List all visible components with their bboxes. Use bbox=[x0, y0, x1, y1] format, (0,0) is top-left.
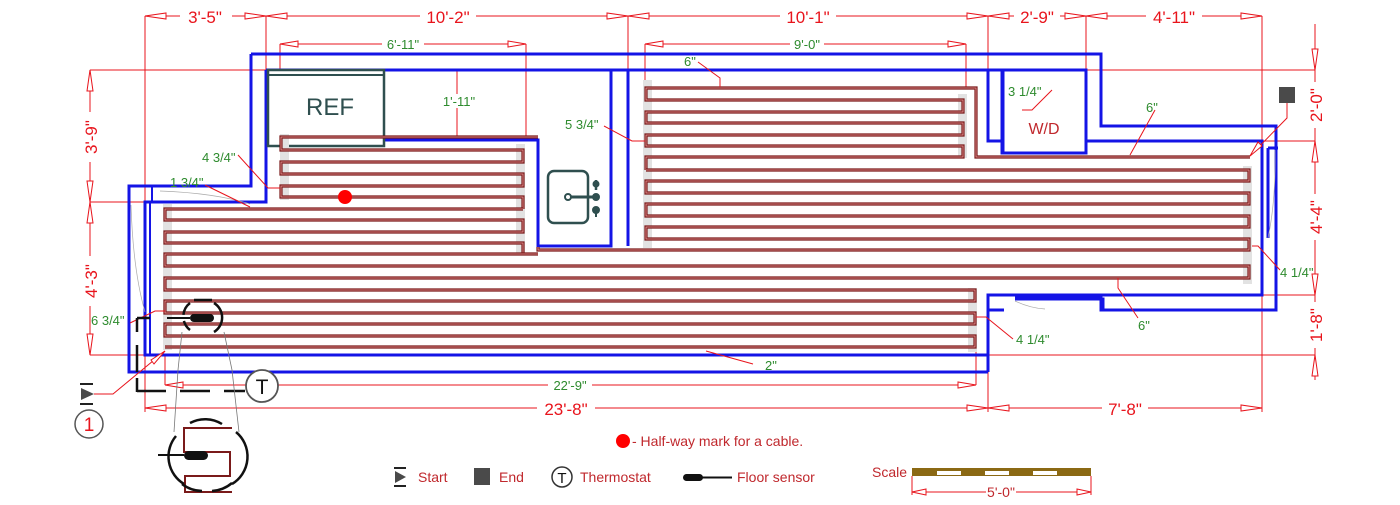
cable-run-left-block-upper bbox=[163, 207, 525, 254]
refrigerator: REF bbox=[266, 68, 386, 148]
legend-thermostat-letter: T bbox=[557, 470, 566, 487]
legend-sensor-icon bbox=[683, 474, 732, 481]
legend-sensor: Floor sensor bbox=[737, 469, 815, 485]
dim-right-2: 4'-4" bbox=[1307, 200, 1326, 234]
legend-scale-value: 5'-0" bbox=[987, 484, 1015, 500]
sink-icon bbox=[546, 169, 600, 225]
note-left-6-3-4: 6 3/4" bbox=[91, 313, 125, 328]
legend-halfway-icon bbox=[616, 434, 630, 448]
legend-start: Start bbox=[418, 469, 448, 485]
cable-run-left-block-upper-highlight bbox=[164, 208, 524, 254]
sensor-lead-lines bbox=[173, 331, 240, 433]
heating-cable bbox=[163, 86, 1251, 349]
sensor-detail bbox=[158, 417, 249, 493]
note-left-4-3-4: 4 3/4" bbox=[202, 150, 236, 165]
start-number: 1 bbox=[84, 415, 95, 436]
cable-run-lower-long-highlight bbox=[164, 253, 1250, 348]
end-marker bbox=[1249, 87, 1295, 157]
spacing-notes: 6" 5 3/4" 3 1/4" 6" 4 3/4" 1 3/4" 6 3/4"… bbox=[91, 54, 1314, 373]
dim-top-2: 10'-2" bbox=[426, 8, 469, 27]
legend-end: End bbox=[499, 469, 524, 485]
legend: - Half-way mark for a cable. Start End T… bbox=[394, 433, 1092, 500]
note-bottom-2: 2" bbox=[765, 358, 777, 373]
dimension-labels: 3'-5" 10'-2" 10'-1" 2'-9" 4'-11" 6'-11" … bbox=[82, 6, 1326, 419]
note-wd-right-6: 6" bbox=[1146, 100, 1158, 115]
dim-top-5: 4'-11" bbox=[1153, 8, 1195, 27]
note-top-6: 6" bbox=[684, 54, 696, 69]
note-left-1-3-4: 1 3/4" bbox=[170, 175, 204, 190]
dim-ref-depth: 1'-11" bbox=[443, 94, 476, 109]
start-marker: 1 bbox=[74, 350, 166, 439]
legend-start-icon bbox=[394, 467, 406, 487]
legend-thermostat: Thermostat bbox=[580, 469, 651, 485]
halfway-mark bbox=[338, 190, 352, 204]
dim-top-1: 3'-5" bbox=[188, 8, 222, 27]
dim-left-2: 4'-3" bbox=[82, 264, 101, 298]
legend-end-icon bbox=[474, 468, 490, 485]
note-right-4-1-4: 4 1/4" bbox=[1280, 265, 1314, 280]
dimension-arrows bbox=[86, 12, 1319, 412]
thermostat-box bbox=[135, 316, 245, 393]
door-swings bbox=[130, 149, 1276, 313]
cable-run-right-block-highlight bbox=[537, 169, 1250, 251]
thermostat-marker: T bbox=[245, 369, 279, 403]
cable-run-upper-left bbox=[279, 135, 538, 209]
dim-right-1: 2'-0" bbox=[1307, 88, 1326, 122]
scale-bar bbox=[911, 468, 1092, 499]
dim-right-heated: 9'-0" bbox=[794, 37, 820, 52]
dim-bottom-right: 7'-8" bbox=[1108, 400, 1142, 419]
note-bottom-6: 6" bbox=[1138, 318, 1150, 333]
washer-dryer: W/D bbox=[1001, 68, 1088, 155]
legend-scale-label: Scale bbox=[872, 464, 907, 480]
dim-heated-length: 22'-9" bbox=[553, 378, 587, 393]
cable-run-upper-left-highlight bbox=[280, 136, 538, 209]
cable-run-right-block bbox=[536, 168, 1251, 252]
legend-halfway: - Half-way mark for a cable. bbox=[632, 433, 803, 449]
dim-bottom-left: 23'-8" bbox=[544, 400, 587, 419]
floor-sensor bbox=[167, 298, 224, 334]
dim-top-3: 10'-1" bbox=[786, 8, 829, 27]
dim-right-3: 1'-8" bbox=[1307, 308, 1326, 342]
note-sink-5-3-4: 5 3/4" bbox=[565, 117, 599, 132]
legend-thermostat-icon bbox=[551, 466, 573, 488]
dimension-lines bbox=[89, 15, 1316, 412]
dim-top-4: 2'-9" bbox=[1020, 8, 1054, 27]
note-bottom-4-1-4: 4 1/4" bbox=[1016, 332, 1050, 347]
spacing-leaders bbox=[129, 61, 1281, 365]
note-wd-3-1-4: 3 1/4" bbox=[1008, 84, 1042, 99]
thermostat-letter: T bbox=[256, 376, 269, 399]
ref-label: REF bbox=[306, 94, 354, 121]
cable-run-upper-right-highlight bbox=[645, 87, 1250, 170]
dim-left-1: 3'-9" bbox=[82, 120, 101, 154]
dim-ref-width: 6'-11" bbox=[387, 37, 420, 52]
wd-label: W/D bbox=[1028, 121, 1059, 138]
